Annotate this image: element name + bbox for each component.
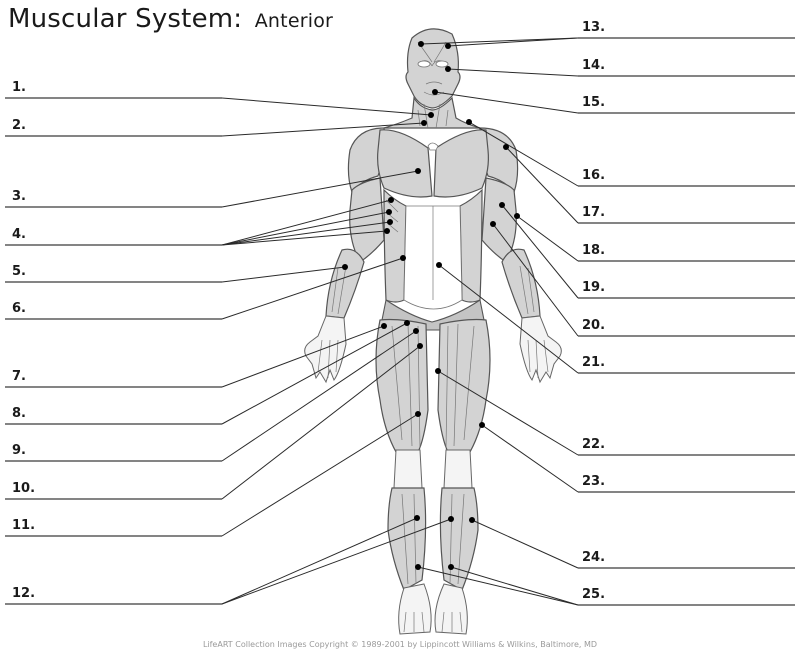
pointer-dot <box>414 515 420 521</box>
label-number-2: 2. <box>12 118 26 133</box>
label-number-9: 9. <box>12 443 26 458</box>
pointer-dot <box>342 264 348 270</box>
leader-line <box>221 413 419 537</box>
pointer-dot <box>445 66 451 72</box>
leader-line <box>221 517 418 605</box>
leader-line <box>481 424 579 493</box>
leader-line <box>505 146 579 224</box>
pointer-dot <box>469 517 475 523</box>
pointer-dot <box>448 564 454 570</box>
label-number-10: 10. <box>12 481 36 496</box>
label-number-12: 12. <box>12 586 36 601</box>
leader-line <box>221 345 421 500</box>
label-number-23: 23. <box>582 474 606 489</box>
pointer-dot <box>384 228 390 234</box>
title-main: Muscular System: <box>8 4 243 34</box>
pointer-dot <box>479 422 485 428</box>
label-number-7: 7. <box>12 369 26 384</box>
leader-line <box>501 204 579 299</box>
title-subtitle: Anterior <box>254 10 334 32</box>
label-number-14: 14. <box>582 58 606 73</box>
label-number-24: 24. <box>582 550 606 565</box>
leader-line <box>447 37 579 47</box>
pointer-dot <box>400 255 406 261</box>
label-number-13: 13. <box>582 20 606 35</box>
leader-line <box>221 330 417 462</box>
body-figure <box>304 28 562 635</box>
pointer-dot <box>490 221 496 227</box>
leader-line <box>437 370 579 456</box>
leader-line <box>468 121 579 187</box>
leader-line <box>471 519 579 569</box>
leader-line <box>221 199 392 246</box>
pointer-dot <box>466 119 472 125</box>
leader-line <box>221 211 390 246</box>
pointer-dot <box>499 202 505 208</box>
label-number-20: 20. <box>582 318 606 333</box>
leader-line <box>221 325 385 388</box>
leader-line <box>438 264 579 374</box>
leader-line <box>450 566 579 606</box>
pointer-dot <box>417 343 423 349</box>
leader-line <box>221 97 432 116</box>
pointer-dot <box>503 144 509 150</box>
label-number-8: 8. <box>12 406 26 421</box>
copyright-notice: LifeART Collection Images Copyright © 19… <box>202 640 598 649</box>
label-number-25: 25. <box>582 587 606 602</box>
leader-line <box>221 322 408 425</box>
label-number-4: 4. <box>12 227 26 242</box>
leader-line <box>221 257 404 320</box>
leader-line <box>221 518 452 605</box>
leader-line <box>221 230 388 246</box>
pointer-dot <box>448 516 454 522</box>
label-number-5: 5. <box>12 264 26 279</box>
leader-line <box>447 68 579 77</box>
label-number-11: 11. <box>12 518 36 533</box>
label-number-15: 15. <box>582 95 606 110</box>
leader-line <box>221 221 391 246</box>
pointer-dot <box>514 213 520 219</box>
pointer-dot <box>428 112 434 118</box>
pointer-dot <box>413 328 419 334</box>
leader-line <box>221 170 419 208</box>
pointer-dot <box>387 219 393 225</box>
leader-line <box>417 566 579 606</box>
pointer-dot <box>415 168 421 174</box>
label-number-3: 3. <box>12 189 26 204</box>
pointer-dot <box>432 89 438 95</box>
pointer-dot <box>445 43 451 49</box>
label-number-17: 17. <box>582 205 606 220</box>
leader-line <box>221 122 425 137</box>
label-number-19: 19. <box>582 280 606 295</box>
pointer-dot <box>418 41 424 47</box>
left-label-lines <box>5 97 454 605</box>
pointer-dot <box>388 197 394 203</box>
label-number-6: 6. <box>12 301 26 316</box>
right-label-lines <box>415 37 795 606</box>
leader-line <box>492 223 579 337</box>
pointer-dot <box>415 411 421 417</box>
pointer-dot <box>435 368 441 374</box>
label-number-21: 21. <box>582 355 606 370</box>
leader-line <box>221 266 346 283</box>
label-number-18: 18. <box>582 243 606 258</box>
leader-line <box>434 91 579 114</box>
pointer-dot <box>381 323 387 329</box>
label-number-1: 1. <box>12 80 26 95</box>
pointer-dot <box>436 262 442 268</box>
page-title: Muscular System: Anterior <box>8 4 333 34</box>
label-number-16: 16. <box>582 168 606 183</box>
pointer-dot <box>386 209 392 215</box>
pointer-dot <box>404 320 410 326</box>
pointer-dot <box>421 120 427 126</box>
pointer-dot <box>415 564 421 570</box>
leader-line <box>420 37 579 45</box>
leader-line <box>516 215 579 262</box>
label-number-22: 22. <box>582 437 606 452</box>
